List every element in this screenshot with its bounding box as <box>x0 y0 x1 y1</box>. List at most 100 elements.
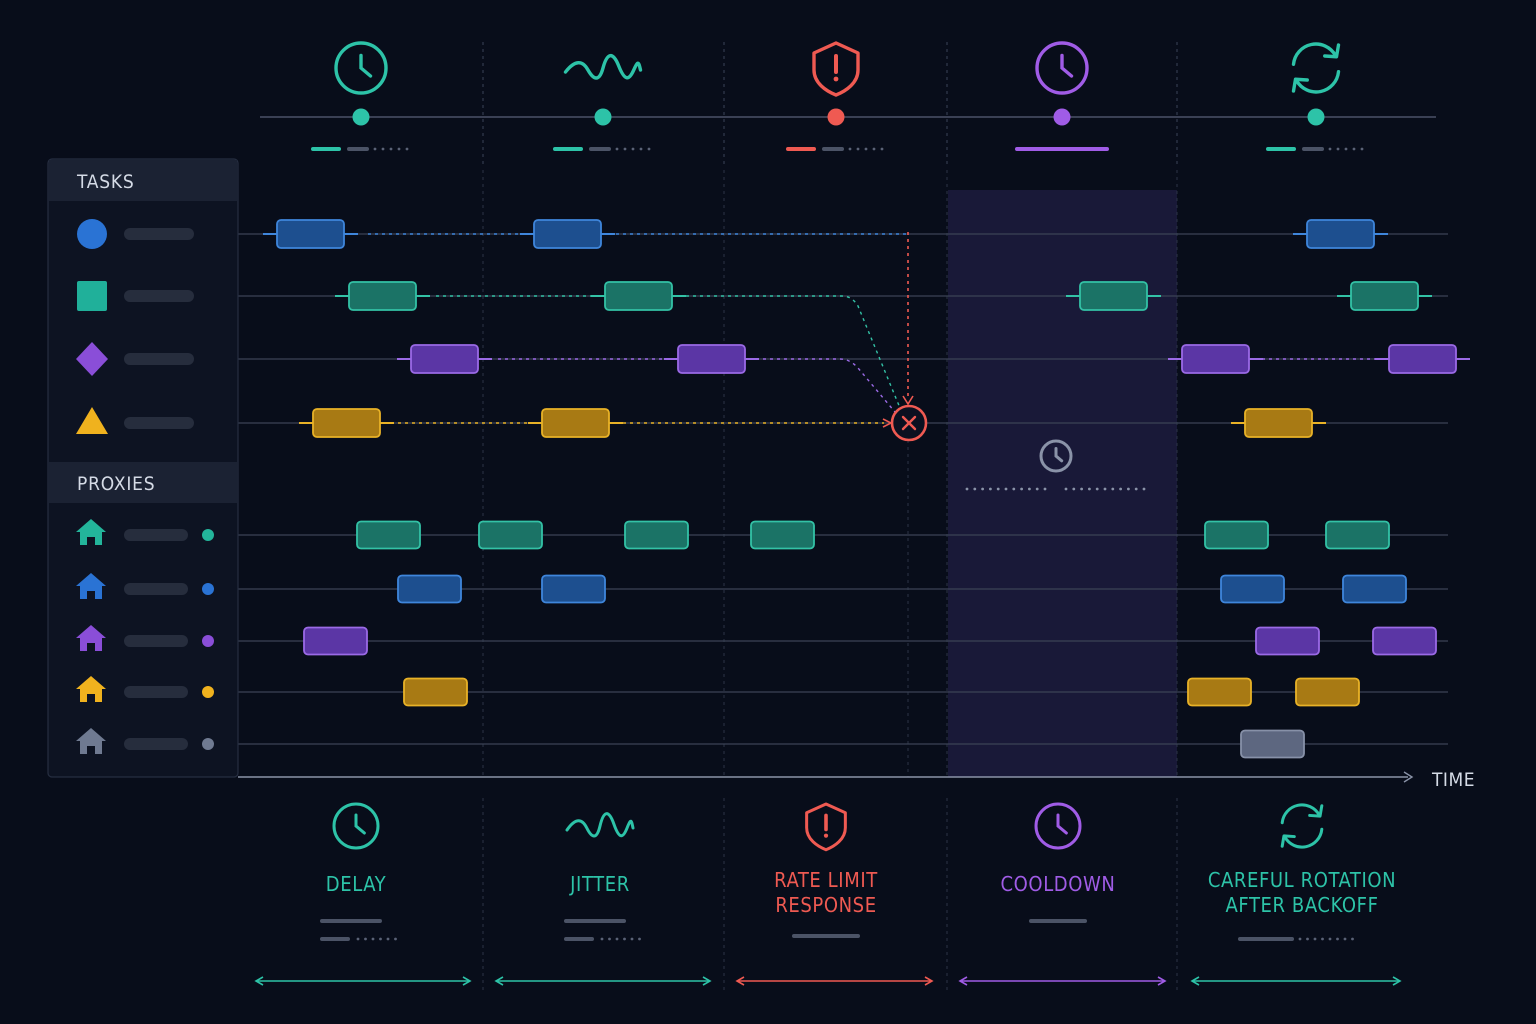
block-rect <box>1350 281 1419 311</box>
placeholder-dot <box>394 937 397 941</box>
proxy-block <box>478 520 543 550</box>
alert-dot <box>833 76 839 82</box>
block-rect <box>1204 520 1269 550</box>
placeholder-dot <box>1072 487 1076 491</box>
placeholder-dot <box>981 487 984 491</box>
phase-label: RATE LIMIT <box>774 868 878 892</box>
placeholder-bar <box>124 290 194 302</box>
task-square-icon <box>77 281 107 311</box>
bottom-phase-delay: DELAY <box>254 802 472 986</box>
placeholder-dot <box>615 937 619 941</box>
placeholder-bar <box>124 417 194 429</box>
phase-marker <box>1307 108 1325 126</box>
block-rect <box>1325 520 1390 550</box>
block-rect <box>1240 729 1305 759</box>
task-block <box>528 408 623 438</box>
proxy-row <box>76 728 214 754</box>
block-rect <box>1220 574 1285 604</box>
placeholder-dot <box>1012 487 1016 491</box>
placeholder-dot <box>600 937 604 941</box>
tasks-header-bg <box>49 160 237 201</box>
placeholder-dot <box>1142 487 1146 491</box>
placeholder-dot <box>1344 147 1348 151</box>
task-block <box>299 408 394 438</box>
phase-label: JITTER <box>569 872 630 896</box>
placeholder-dot <box>1020 487 1023 491</box>
placeholder-dot <box>389 147 393 151</box>
clock-hands <box>359 53 373 78</box>
block-rect <box>276 219 345 249</box>
placeholder-dot <box>608 937 611 941</box>
placeholder-dot <box>373 147 377 151</box>
placeholder-dot <box>996 487 1000 491</box>
shield-outline <box>812 41 860 97</box>
house-icon <box>76 625 106 651</box>
clock-face <box>1034 802 1082 850</box>
placeholder-dot <box>623 147 627 151</box>
proxy-block <box>1240 729 1305 759</box>
placeholder-dot <box>973 487 977 491</box>
placeholder-dot <box>1064 487 1068 491</box>
phase-label: COOLDOWN <box>1001 872 1116 896</box>
placeholder-dot <box>1103 487 1107 491</box>
status-dot <box>202 686 214 698</box>
placeholder-dot <box>1119 487 1122 491</box>
arrow-left-icon <box>494 976 504 986</box>
refresh-arc-top <box>1280 803 1321 825</box>
placeholder-dot <box>1004 487 1008 491</box>
block-rect <box>1255 626 1320 656</box>
proxy-block <box>356 520 421 550</box>
proxy-row <box>76 573 214 599</box>
placeholder-dot <box>638 937 641 941</box>
arrow-left-icon <box>1190 976 1200 986</box>
placeholder-dot <box>880 147 884 151</box>
placeholder-dot <box>1336 937 1339 941</box>
placeholder-dot <box>623 937 626 941</box>
clock-hands <box>1056 813 1068 835</box>
placeholder-dot <box>1313 937 1317 941</box>
placeholder-dot <box>371 937 375 941</box>
clock-hands <box>1060 53 1074 78</box>
arrow-left-icon <box>735 976 745 986</box>
task-block <box>1168 344 1263 374</box>
phase-marker <box>594 108 612 126</box>
arrow-left-icon <box>254 976 264 986</box>
block-rect <box>604 281 673 311</box>
block-rect <box>533 219 602 249</box>
clock-face <box>1039 439 1073 473</box>
block-rect <box>624 520 689 550</box>
placeholder-bar <box>320 919 382 923</box>
placeholder-dot <box>356 937 360 941</box>
phase-marker <box>352 108 370 126</box>
placeholder-bar <box>1029 919 1087 923</box>
block-rect <box>1388 344 1457 374</box>
placeholder-dot <box>381 147 385 151</box>
wave-path <box>563 54 643 80</box>
phase-label: RESPONSE <box>775 893 876 917</box>
arrow-right-icon <box>702 976 712 986</box>
block-rect <box>1295 677 1360 707</box>
placeholder-bar <box>124 228 194 240</box>
clock-icon <box>1035 41 1089 95</box>
block-rect <box>478 520 543 550</box>
clock-icon <box>334 41 388 95</box>
task-block <box>1066 281 1161 311</box>
phase-label: CAREFUL ROTATION <box>1208 868 1396 892</box>
task-block <box>520 219 615 249</box>
status-dot <box>202 529 214 541</box>
placeholder-bar <box>1266 147 1296 151</box>
arrow-left-icon <box>958 976 968 986</box>
block-rect <box>1306 219 1375 249</box>
block-rect <box>1181 344 1250 374</box>
hit-cross <box>901 415 917 431</box>
proxy-row <box>76 519 214 545</box>
shield-alert-icon <box>812 41 860 97</box>
proxy-row <box>76 676 214 702</box>
top-phase-rate-limit <box>786 41 884 151</box>
block-rect <box>303 626 368 656</box>
refresh-head-bottom <box>1280 834 1296 848</box>
task-link <box>763 358 896 413</box>
placeholder-dot <box>872 147 876 151</box>
